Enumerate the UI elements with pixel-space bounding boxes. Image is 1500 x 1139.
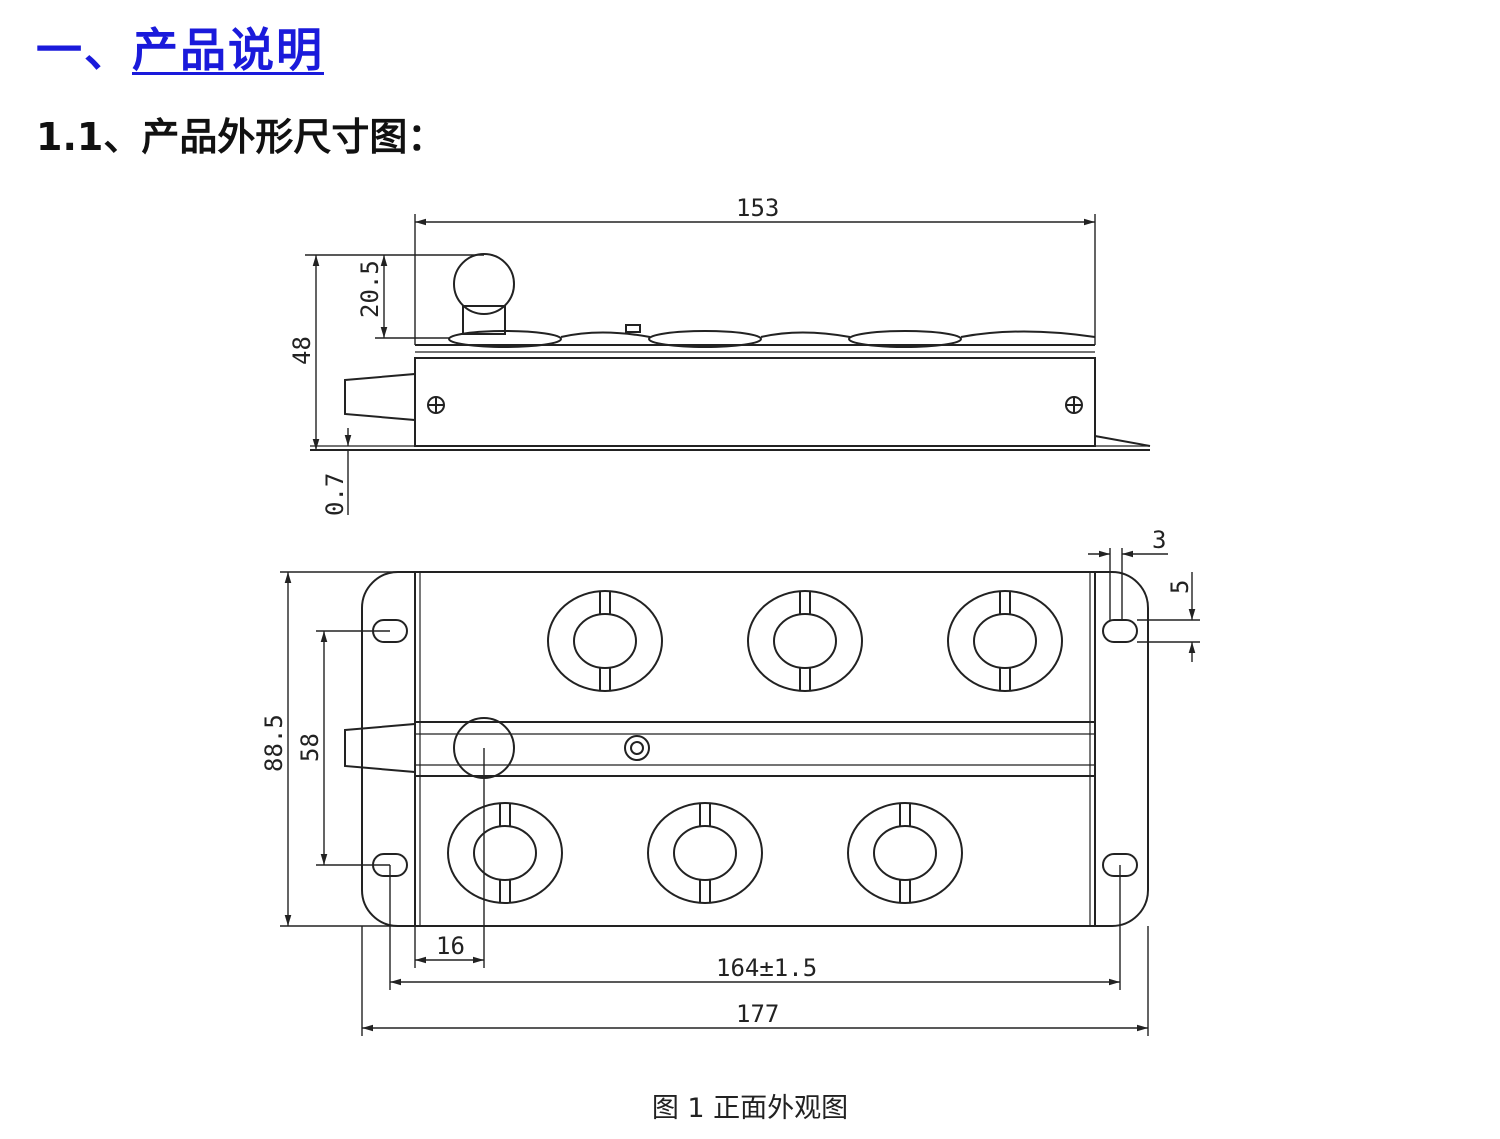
figure-caption: 图 1 正面外观图 bbox=[651, 1093, 849, 1124]
dim-side-height: 48 bbox=[288, 336, 316, 365]
dimension-drawing: 153 48 20.5 0.7 bbox=[260, 194, 1200, 1036]
dim-side-knob: 20.5 bbox=[356, 260, 384, 318]
dim-side-base: 0.7 bbox=[321, 473, 349, 516]
dim-front-height: 88.5 bbox=[260, 714, 288, 772]
dim-front-slot-h: 5 bbox=[1166, 580, 1194, 594]
dim-side-length: 153 bbox=[736, 194, 779, 222]
dim-front-slot-w: 3 bbox=[1152, 526, 1166, 554]
dim-front-hole-spacing-v: 58 bbox=[296, 733, 324, 762]
dim-front-hole-spacing-h: 164±1.5 bbox=[716, 954, 817, 982]
side-view-dimensions bbox=[305, 214, 1096, 515]
section-number: 一、 bbox=[36, 23, 132, 77]
front-view-dimensions bbox=[280, 548, 1200, 1036]
dim-front-length: 177 bbox=[736, 1000, 779, 1028]
section-title-link[interactable]: 产品说明 bbox=[132, 23, 324, 77]
side-view bbox=[310, 253, 1151, 451]
dim-front-offset: 16 bbox=[436, 932, 465, 960]
front-view bbox=[344, 571, 1149, 927]
section-heading: 一、产品说明 bbox=[36, 14, 324, 80]
subsection-heading: 1.1、产品外形尺寸图： bbox=[36, 115, 446, 159]
